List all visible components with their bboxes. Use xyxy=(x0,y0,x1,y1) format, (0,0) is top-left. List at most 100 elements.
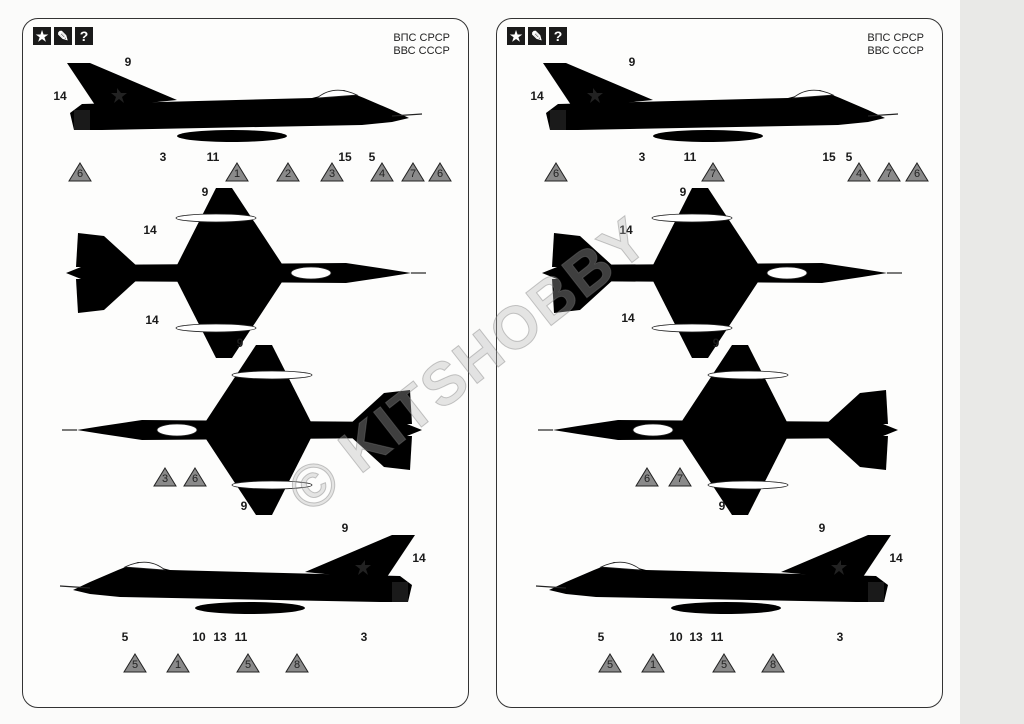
callout-number: 9 xyxy=(124,55,132,69)
triangle-icon xyxy=(236,653,260,673)
paint-marker-triangle: 2 xyxy=(276,162,300,182)
brush-icon: ✎ xyxy=(54,27,72,45)
triangle-icon xyxy=(285,653,309,673)
paint-code: 1 xyxy=(649,659,657,671)
paint-marker-triangle: 5 xyxy=(236,653,260,673)
title-russian: ВВС СССР xyxy=(867,45,924,57)
paint-marker-triangle: 8 xyxy=(285,653,309,673)
callout-number: 11 xyxy=(234,630,248,644)
paint-marker-triangle: 8 xyxy=(761,653,785,673)
triangle-icon xyxy=(183,467,207,487)
paint-marker-triangle: 1 xyxy=(641,653,665,673)
paint-marker-triangle: 7 xyxy=(701,162,725,182)
air-force-title: ВПС СРСР ВВС СССР xyxy=(867,32,924,58)
paint-marker-triangle: 6 xyxy=(428,162,452,182)
paint-code: 8 xyxy=(769,659,777,671)
paint-marker-triangle: 1 xyxy=(166,653,190,673)
paint-code: 1 xyxy=(233,168,241,180)
paint-marker-triangle: 7 xyxy=(668,467,692,487)
callout-number: 9 xyxy=(718,499,726,513)
paint-code: 6 xyxy=(191,473,199,485)
paint-code: 6 xyxy=(436,168,444,180)
paint-marker-triangle: 5 xyxy=(123,653,147,673)
paint-code: 7 xyxy=(709,168,717,180)
callout-number: 9 xyxy=(679,185,687,199)
callout-number: 15 xyxy=(822,150,836,164)
callout-number: 9 xyxy=(712,336,720,350)
triangle-icon xyxy=(123,653,147,673)
question-icon: ? xyxy=(549,27,567,45)
paint-marker-triangle: 6 xyxy=(183,467,207,487)
star-icon: ★ xyxy=(33,27,51,45)
left-side-view-top xyxy=(67,63,422,142)
callout-number: 9 xyxy=(818,521,826,535)
title-ukrainian: ВПС СРСР xyxy=(867,32,924,44)
right-side-view-top xyxy=(543,63,898,142)
triangle-icon xyxy=(905,162,929,182)
triangle-icon xyxy=(370,162,394,182)
callout-number: 5 xyxy=(368,150,376,164)
triangle-icon xyxy=(68,162,92,182)
triangle-icon xyxy=(225,162,249,182)
paint-code: 8 xyxy=(293,659,301,671)
callout-number: 11 xyxy=(710,630,724,644)
title-russian: ВВС СССР xyxy=(393,45,450,57)
paint-code: 2 xyxy=(284,168,292,180)
callout-number: 5 xyxy=(845,150,853,164)
paint-code: 4 xyxy=(378,168,386,180)
triangle-icon xyxy=(877,162,901,182)
paint-code: 5 xyxy=(720,659,728,671)
paint-code: 4 xyxy=(855,168,863,180)
paint-marker-triangle: 6 xyxy=(905,162,929,182)
callout-number: 11 xyxy=(683,150,697,164)
triangle-icon xyxy=(635,467,659,487)
callout-number: 10 xyxy=(669,630,683,644)
brush-icon: ✎ xyxy=(528,27,546,45)
star-icon: ★ xyxy=(507,27,525,45)
triangle-icon xyxy=(701,162,725,182)
paint-code: 6 xyxy=(643,473,651,485)
callout-number: 14 xyxy=(53,89,67,103)
callout-number: 9 xyxy=(628,55,636,69)
header-icons: ★ ✎ ? xyxy=(33,27,93,45)
paint-marker-triangle: 7 xyxy=(401,162,425,182)
paint-marker-triangle: 6 xyxy=(544,162,568,182)
paint-marker-triangle: 1 xyxy=(225,162,249,182)
callout-number: 9 xyxy=(236,336,244,350)
paint-marker-triangle: 7 xyxy=(877,162,901,182)
callout-number: 14 xyxy=(145,313,159,327)
callout-number: 9 xyxy=(341,521,349,535)
scan-edge xyxy=(960,0,1024,724)
paint-marker-triangle: 5 xyxy=(712,653,736,673)
paint-code: 1 xyxy=(174,659,182,671)
triangle-icon xyxy=(761,653,785,673)
callout-number: 14 xyxy=(530,89,544,103)
callout-number: 14 xyxy=(412,551,426,565)
paint-code: 3 xyxy=(161,473,169,485)
paint-code: 5 xyxy=(131,659,139,671)
triangle-icon xyxy=(598,653,622,673)
callout-number: 14 xyxy=(889,551,903,565)
callout-number: 5 xyxy=(121,630,129,644)
callout-number: 9 xyxy=(201,185,209,199)
callout-number: 14 xyxy=(143,223,157,237)
callout-number: 14 xyxy=(621,311,635,325)
callout-number: 3 xyxy=(638,150,646,164)
paint-code: 5 xyxy=(606,659,614,671)
triangle-icon xyxy=(668,467,692,487)
triangle-icon xyxy=(847,162,871,182)
triangle-icon xyxy=(544,162,568,182)
triangle-icon xyxy=(641,653,665,673)
right-bottom-view xyxy=(538,345,898,515)
callout-number: 14 xyxy=(619,223,633,237)
left-side-view-bottom xyxy=(60,535,415,614)
paint-code: 6 xyxy=(76,168,84,180)
paint-marker-triangle: 3 xyxy=(320,162,344,182)
paint-code: 5 xyxy=(244,659,252,671)
paint-code: 7 xyxy=(885,168,893,180)
callout-number: 9 xyxy=(240,499,248,513)
paint-marker-triangle: 3 xyxy=(153,467,177,487)
right-side-view-bottom xyxy=(536,535,891,614)
paint-code: 7 xyxy=(676,473,684,485)
paint-code: 7 xyxy=(409,168,417,180)
